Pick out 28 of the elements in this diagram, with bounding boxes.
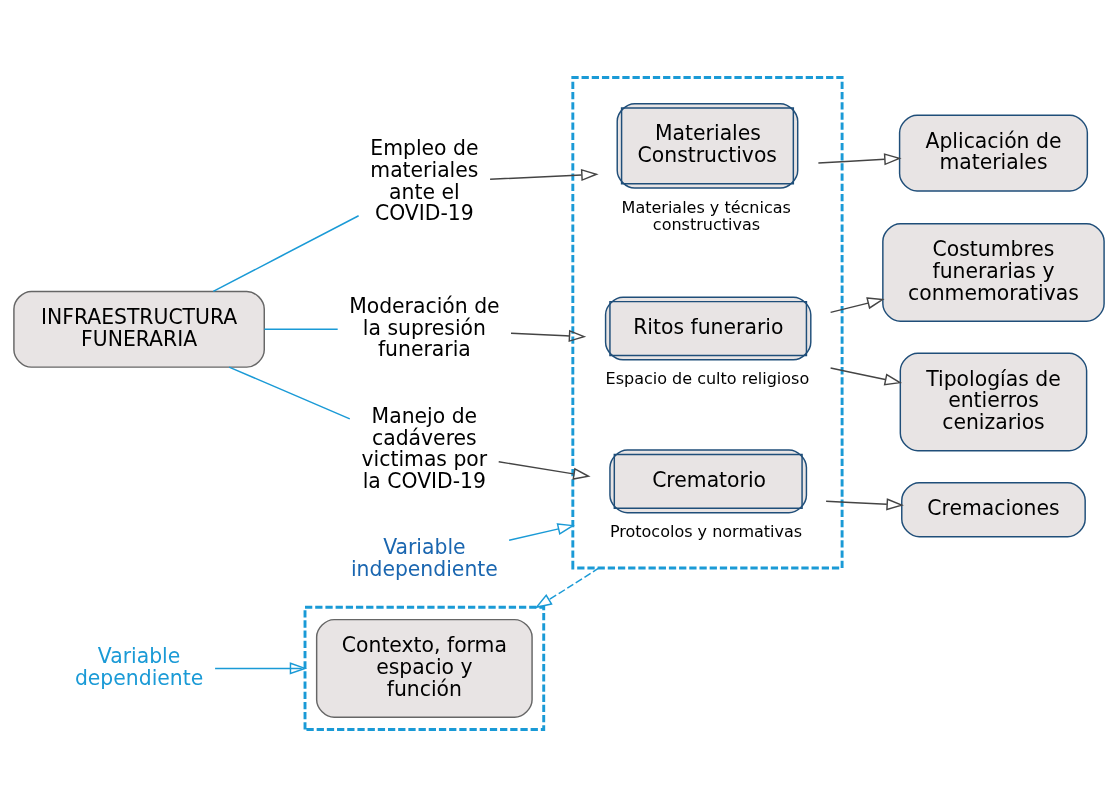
arrow — [829, 367, 903, 386]
node-text: Manejo de cadáveres victimas por la COVID-19 — [361, 403, 488, 494]
arrow — [489, 168, 599, 182]
arrow — [508, 523, 575, 541]
arrow — [510, 329, 587, 343]
node-label: Materiales y técnicas constructivas — [621, 197, 791, 234]
node-text: Variable independiente — [350, 534, 498, 581]
arrow — [825, 498, 904, 511]
connector — [263, 328, 339, 330]
node-box: Aplicación de materiales — [898, 114, 1089, 192]
node-box: Tipologías de entierros cenizarios — [899, 352, 1088, 452]
connector — [212, 215, 360, 293]
node-box: INFRAESTRUCTURA FUNERARIA — [13, 290, 265, 368]
arrow — [214, 662, 308, 675]
node-text: Moderación de la supresión funeraria — [349, 293, 500, 362]
arrow — [497, 461, 591, 480]
node-box: Contexto, forma espacio y función — [315, 618, 533, 718]
node-text: Empleo de materiales ante el COVID-19 — [370, 135, 479, 226]
connector — [228, 366, 351, 420]
cluster — [303, 605, 546, 731]
node-box: Costumbres funerarias y conmemorativas — [882, 223, 1105, 322]
arrow — [817, 153, 902, 166]
node-text: Variable dependiente — [74, 643, 204, 690]
node-label: Protocolos y normativas — [609, 522, 803, 542]
node-box: Cremaciones — [901, 482, 1086, 538]
node-label: Espacio de culto religioso — [605, 369, 810, 389]
arrow — [534, 567, 600, 609]
arrow — [829, 297, 885, 314]
